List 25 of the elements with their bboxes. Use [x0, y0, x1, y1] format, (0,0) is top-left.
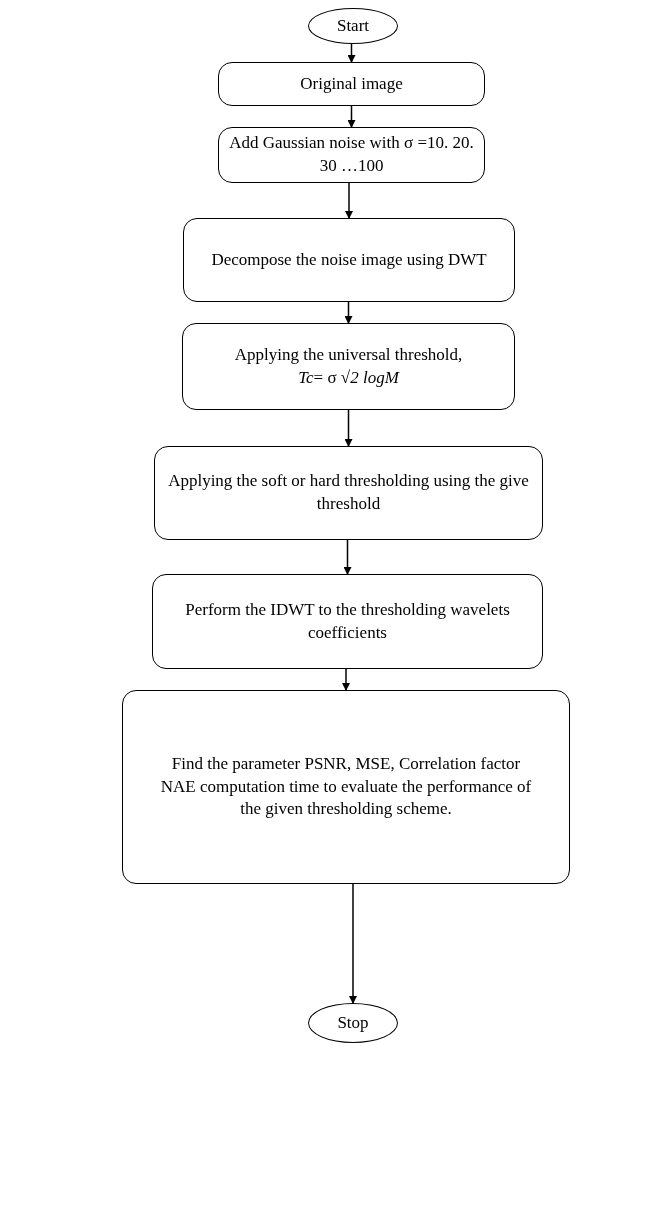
- terminal-label: Stop: [337, 1011, 369, 1034]
- step-text: Find the parameter PSNR, MSE, Correlation factor NAE computation time to evaluate the performance of the given thresholding scheme.: [159, 752, 533, 821]
- arrow: [342, 668, 350, 691]
- process-box: [218, 62, 485, 106]
- process-box: [218, 127, 485, 183]
- arrow: [345, 182, 353, 219]
- arrow: [349, 883, 357, 1004]
- step-text: Applying the universal threshold,: [234, 343, 463, 366]
- step-text: Tc= σ √2 logM: [298, 366, 399, 389]
- step-text: Original image: [300, 72, 403, 95]
- arrow: [344, 409, 353, 447]
- step-text: Applying the soft or hard thresholding using the give threshold: [167, 470, 530, 515]
- step-text: Decompose the noise image using DWT: [211, 248, 487, 271]
- process-box: [154, 446, 543, 540]
- arrow: [347, 105, 356, 128]
- process-box: [152, 574, 543, 669]
- step-text: Perform the IDWT to the thresholding wavelets coefficients: [184, 598, 511, 644]
- arrow: [347, 43, 356, 63]
- process-box: [122, 690, 570, 884]
- terminal-label: Start: [336, 14, 370, 37]
- step-text: Add Gaussian noise with σ =10. 20. 30 …100: [229, 132, 474, 177]
- arrow: [344, 301, 353, 324]
- process-box: [183, 218, 515, 302]
- arrow: [343, 539, 352, 575]
- process-box: [182, 323, 515, 410]
